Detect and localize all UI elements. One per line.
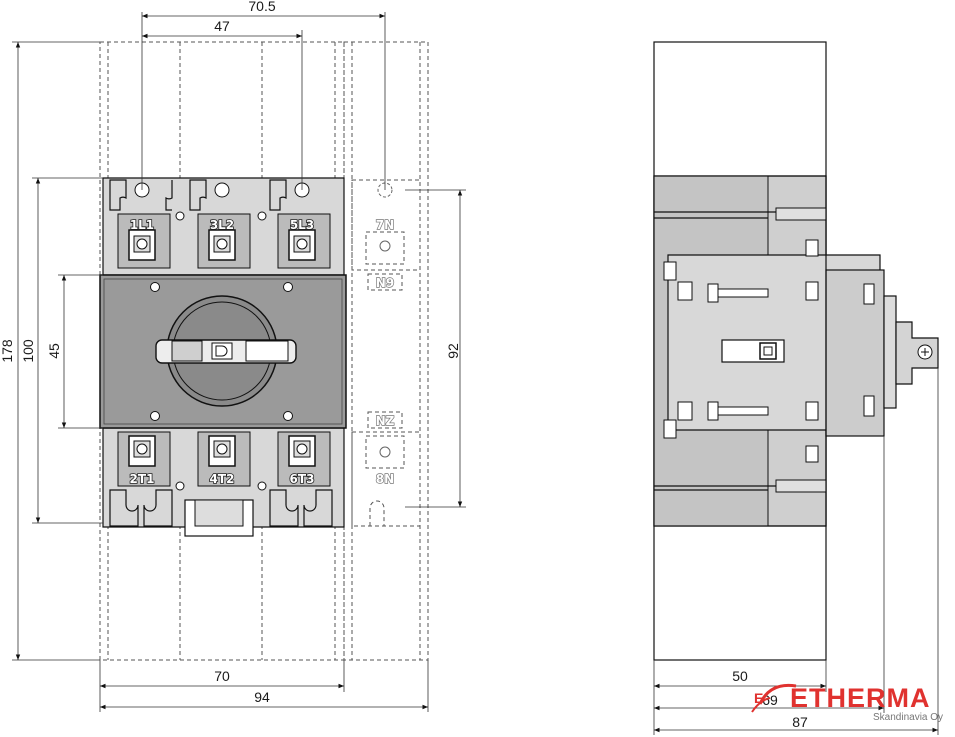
etherma-logo-icon: E [751,683,797,713]
terminal-label-6: 6T3 [290,472,315,486]
dim-right: 92 [445,343,461,359]
brand-subtitle: Skandinavia Oy [873,712,943,723]
dim-top-outer: 70.5 [248,0,275,14]
neutral-upper [351,179,421,291]
dim-bottom-outer: 94 [254,689,270,705]
terminal-label-7: 7N [376,218,394,232]
side-view: 50 69 87 [653,41,939,735]
dim-left-inner: 45 [46,343,62,359]
terminal-label-2: 2T1 [130,472,155,486]
neutral-label-nz: NZ [376,414,395,428]
neutral-module-outline [343,41,429,661]
dim-left-mid: 100 [20,339,36,363]
neutral-lower [351,411,421,527]
terminal-label-8: 8N [376,472,394,486]
dim-bottom-inner: 70 [214,668,230,684]
etherma-logo: E ETHERMA Skandinavia Oy [751,683,943,723]
terminal-label-1: 1L1 [130,218,154,232]
dim-side-3: 87 [792,714,808,730]
brand-name: ETHERMA [790,683,931,713]
rotary-handle [155,295,297,407]
dim-side-1: 50 [732,668,748,684]
dim-left-outer: 178 [0,339,15,363]
terminal-label-4: 4T2 [210,472,235,486]
lower-terminals [109,431,333,537]
terminal-label-5: 5L3 [290,218,314,232]
terminal-label-3: 3L2 [210,218,234,232]
front-view: 1L1 3L2 5L3 7N N9 [0,0,466,712]
svg-text:E: E [754,690,763,706]
dim-top-inner: 47 [214,18,230,34]
upper-terminals [109,179,331,269]
neutral-label-n9: N9 [376,276,394,290]
